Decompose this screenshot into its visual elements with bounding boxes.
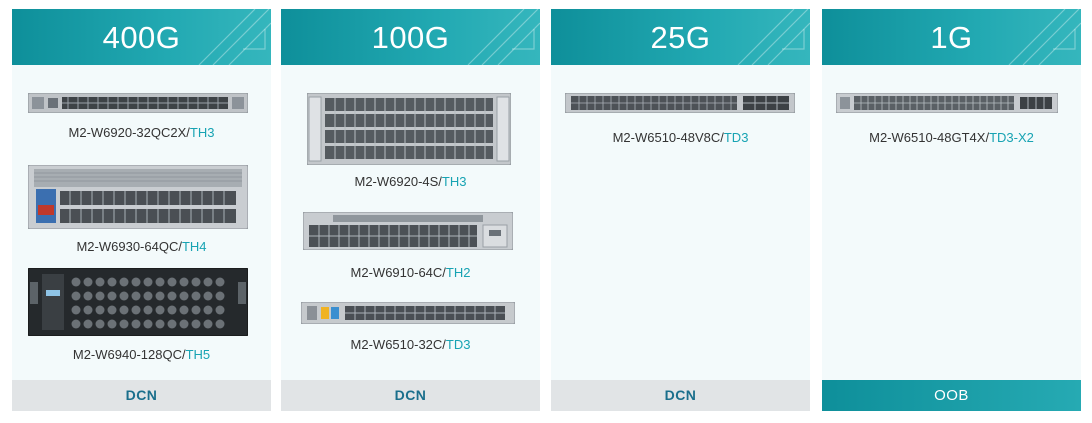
product-image-m2-w6510-48v8c[interactable]	[565, 93, 795, 113]
product-image-m2-w6910-64c[interactable]	[303, 212, 513, 250]
category-25g: 25G M2-W6510-48V8C/TD3 DCN	[551, 9, 810, 411]
category-100g: 100G M2-W6920-4S/TH3	[281, 9, 540, 411]
product-label[interactable]: M2-W6510-48GT4X/TD3-X2	[869, 130, 1034, 145]
category-header: 400G	[12, 9, 271, 65]
category-header: 100G	[281, 9, 540, 65]
category-footer[interactable]: DCN	[551, 380, 810, 411]
product-label[interactable]: M2-W6510-48V8C/TD3	[612, 130, 749, 145]
category-title: 1G	[930, 20, 973, 55]
category-header: 25G	[551, 9, 810, 65]
product-label[interactable]: M2-W6910-64C/TH2	[350, 265, 471, 280]
product-label[interactable]: M2-W6920-32QC2X/TH3	[68, 125, 215, 140]
product-image-m2-w6940-128qc[interactable]	[28, 268, 248, 336]
header-decoration	[737, 9, 810, 65]
product-image-m2-w6930-64qc[interactable]	[28, 165, 248, 229]
product-image-m2-w6920-4s[interactable]	[307, 93, 511, 165]
chip-name: TD3-X2	[989, 130, 1034, 145]
category-footer[interactable]: DCN	[12, 380, 271, 411]
product-label[interactable]: M2-W6510-32C/TD3	[350, 337, 471, 352]
header-decoration	[1008, 9, 1081, 65]
category-400g: 400G M2-W6920-32QC2X/TH3	[12, 9, 271, 411]
header-decoration	[198, 9, 271, 65]
category-title: 25G	[650, 20, 711, 55]
category-title: 400G	[102, 20, 181, 55]
category-footer[interactable]: OOB	[822, 380, 1081, 411]
product-image-m2-w6510-32c[interactable]	[301, 302, 515, 324]
chip-name: TH5	[185, 347, 211, 362]
category-footer[interactable]: DCN	[281, 380, 540, 411]
product-image-m2-w6510-48gt4x[interactable]	[836, 93, 1058, 113]
chip-name: TH4	[181, 239, 207, 254]
chip-name: TH3	[441, 174, 467, 189]
chip-name: TD3	[445, 337, 471, 352]
product-label[interactable]: M2-W6930-64QC/TH4	[76, 239, 207, 254]
category-header: 1G	[822, 9, 1081, 65]
chip-name: TH2	[445, 265, 471, 280]
chip-name: TD3	[723, 130, 749, 145]
chip-name: TH3	[189, 125, 215, 140]
product-label[interactable]: M2-W6920-4S/TH3	[354, 174, 467, 189]
product-label[interactable]: M2-W6940-128QC/TH5	[72, 347, 211, 362]
category-1g: 1G M2-W6510-48GT4X/TD3-X2 OOB	[822, 9, 1081, 411]
product-image-m2-w6920-32qc2x[interactable]	[28, 93, 248, 113]
category-title: 100G	[371, 20, 450, 55]
header-decoration	[467, 9, 540, 65]
